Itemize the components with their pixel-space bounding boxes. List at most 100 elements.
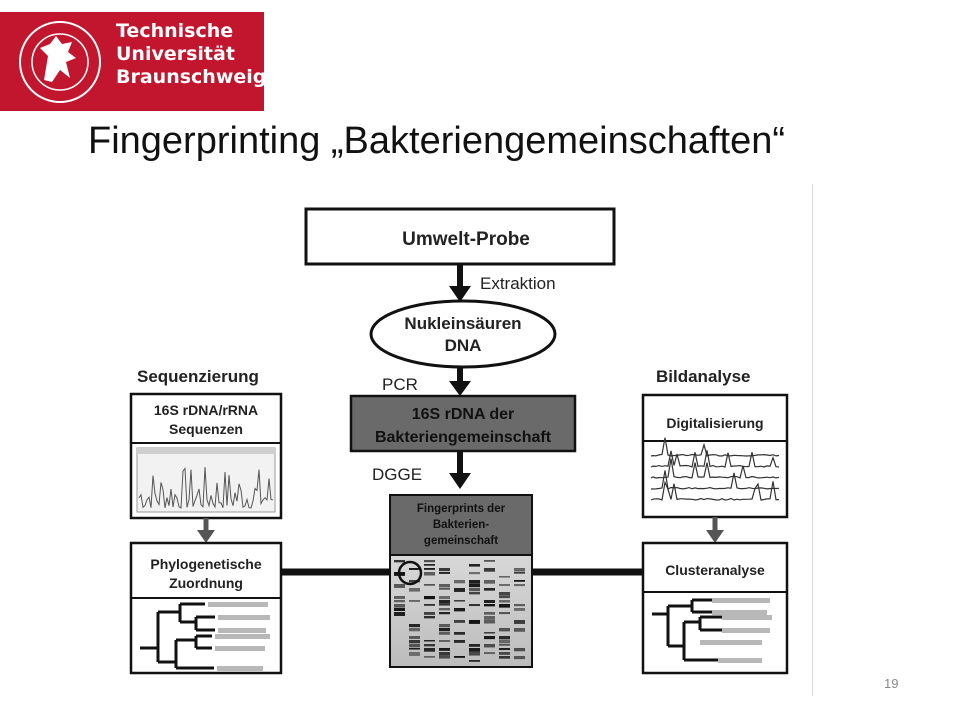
gel-band bbox=[424, 640, 435, 642]
gel-band bbox=[439, 584, 450, 588]
label-dgge: DGGE bbox=[372, 465, 422, 484]
page-number: 19 bbox=[884, 676, 899, 691]
gel-band bbox=[454, 640, 465, 643]
gel-band bbox=[409, 600, 420, 602]
gel-band bbox=[424, 568, 435, 570]
gel-band bbox=[484, 604, 495, 607]
gel-band bbox=[484, 560, 495, 562]
logo-line-2: Universität bbox=[116, 43, 235, 65]
fingerprint-label-2: Bakterien- bbox=[433, 519, 489, 531]
gel-band bbox=[469, 592, 480, 595]
gel-band bbox=[499, 584, 510, 587]
gel-band bbox=[499, 576, 510, 578]
gel-band bbox=[439, 604, 450, 606]
densitogram-traces bbox=[650, 437, 780, 501]
gel-band bbox=[499, 656, 510, 659]
gel-band bbox=[499, 628, 510, 632]
gel-band bbox=[439, 568, 450, 572]
gel-band bbox=[499, 644, 510, 646]
label-extraction: Extraktion bbox=[480, 274, 556, 293]
gel-band bbox=[454, 656, 465, 658]
gel-band bbox=[469, 660, 480, 662]
university-logo bbox=[0, 12, 264, 111]
gel-band bbox=[499, 612, 510, 615]
gel-band bbox=[394, 584, 405, 588]
gel-band bbox=[439, 596, 450, 600]
logo-line-3: Braunschweig bbox=[116, 66, 267, 88]
gel-band bbox=[424, 656, 435, 658]
gel-band bbox=[484, 652, 495, 655]
fingerprint-label-1: Fingerprints der bbox=[417, 503, 506, 515]
sequence-label-2: Sequenzen bbox=[169, 421, 243, 437]
gel-band bbox=[409, 648, 420, 650]
gel-band bbox=[454, 588, 465, 592]
gel-band bbox=[424, 648, 435, 652]
cluster-label: Clusteranalyse bbox=[665, 562, 765, 578]
gel-band bbox=[499, 600, 510, 603]
gel-band bbox=[484, 616, 495, 620]
gel-band bbox=[424, 596, 435, 600]
densitogram-trace bbox=[651, 470, 780, 490]
gel-band bbox=[454, 608, 465, 612]
gel-band bbox=[469, 652, 480, 656]
left-heading: Sequenzierung bbox=[137, 367, 259, 386]
gel-band bbox=[499, 640, 510, 644]
gel-band bbox=[484, 632, 495, 634]
phylo-tree bbox=[140, 602, 215, 670]
gel-band bbox=[439, 628, 450, 632]
gel-band bbox=[484, 588, 495, 591]
arrow-pcr-head bbox=[449, 381, 471, 396]
sequence-label-1: 16S rDNA/rRNA bbox=[154, 402, 258, 418]
gel-band bbox=[394, 604, 405, 608]
phylo-label-2: Zuordnung bbox=[169, 575, 243, 591]
gel-band bbox=[454, 600, 465, 602]
rdna-label-2: Bakteriengemeinschaft bbox=[375, 429, 552, 446]
right-heading: Bildanalyse bbox=[656, 367, 751, 386]
gel-band bbox=[514, 608, 525, 611]
gel-band bbox=[484, 644, 495, 648]
gel-band bbox=[409, 628, 420, 632]
gel-band bbox=[499, 636, 510, 640]
gel-band bbox=[424, 560, 435, 563]
gel-band bbox=[424, 644, 435, 647]
gel-band bbox=[514, 604, 525, 607]
gel-band bbox=[469, 572, 480, 575]
logo-wordmark: Technische Universität Braunschweig bbox=[116, 20, 266, 89]
gel-band bbox=[484, 600, 495, 604]
gel-band bbox=[439, 624, 450, 628]
gel-band bbox=[454, 580, 465, 584]
gel-band bbox=[424, 616, 435, 619]
gel-band bbox=[469, 584, 480, 588]
gel-band bbox=[424, 584, 435, 586]
gel-band bbox=[439, 632, 450, 635]
gel-band bbox=[469, 604, 480, 607]
logo-line-1: Technische bbox=[116, 20, 234, 42]
gel-band bbox=[409, 640, 420, 644]
label-pcr: PCR bbox=[382, 375, 418, 394]
gel-band bbox=[499, 652, 510, 655]
gel-band bbox=[469, 580, 480, 584]
gel-band bbox=[484, 612, 495, 615]
fingerprint-header-box bbox=[389, 494, 533, 556]
gel-band bbox=[409, 652, 420, 656]
gel-band bbox=[499, 592, 510, 596]
digital-label: Digitalisierung bbox=[666, 415, 763, 431]
gel-band bbox=[409, 636, 420, 639]
gel-band bbox=[454, 632, 465, 635]
arrow-dgge-head bbox=[449, 473, 471, 489]
gel-band bbox=[424, 612, 435, 615]
gel-band bbox=[514, 656, 525, 660]
gel-band bbox=[409, 568, 420, 570]
cluster-tree bbox=[652, 598, 722, 662]
gel-band bbox=[499, 596, 510, 599]
gel-band bbox=[514, 572, 525, 574]
gel-band bbox=[439, 656, 450, 659]
gel-band bbox=[409, 580, 420, 583]
digital-box bbox=[641, 393, 789, 519]
gel-band bbox=[439, 612, 450, 615]
gel-band bbox=[514, 620, 525, 624]
gel-band bbox=[439, 588, 450, 590]
gel-band bbox=[394, 596, 405, 599]
gel-band bbox=[514, 648, 525, 652]
gel-band bbox=[409, 588, 420, 592]
